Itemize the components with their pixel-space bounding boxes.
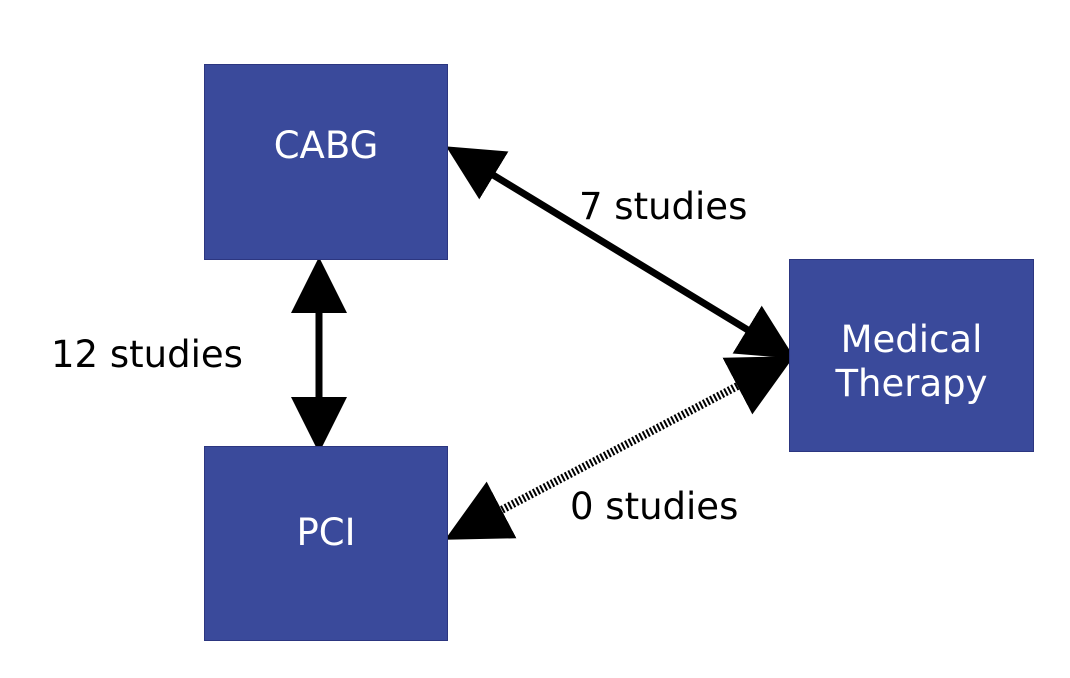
edge-pci-medical-therapy <box>444 356 795 540</box>
edge-label-cabg-pci: 12 studies <box>51 333 243 376</box>
node-pci-label: PCI <box>296 511 356 554</box>
edge-label-pci-medical-therapy: 0 studies <box>570 485 739 528</box>
node-medical-therapy: Medical Therapy <box>789 259 1034 452</box>
node-medical-therapy-label-line2: Therapy <box>835 362 988 406</box>
node-medical-therapy-label-line1: Medical <box>840 318 983 361</box>
node-cabg: CABG <box>204 64 448 260</box>
node-pci: PCI <box>204 446 448 641</box>
edge-label-cabg-medical-therapy: 7 studies <box>579 185 748 228</box>
edge-cabg-medical-therapy <box>446 146 795 359</box>
node-medical-therapy-label: Medical Therapy <box>790 318 1033 407</box>
node-cabg-label: CABG <box>273 124 379 167</box>
